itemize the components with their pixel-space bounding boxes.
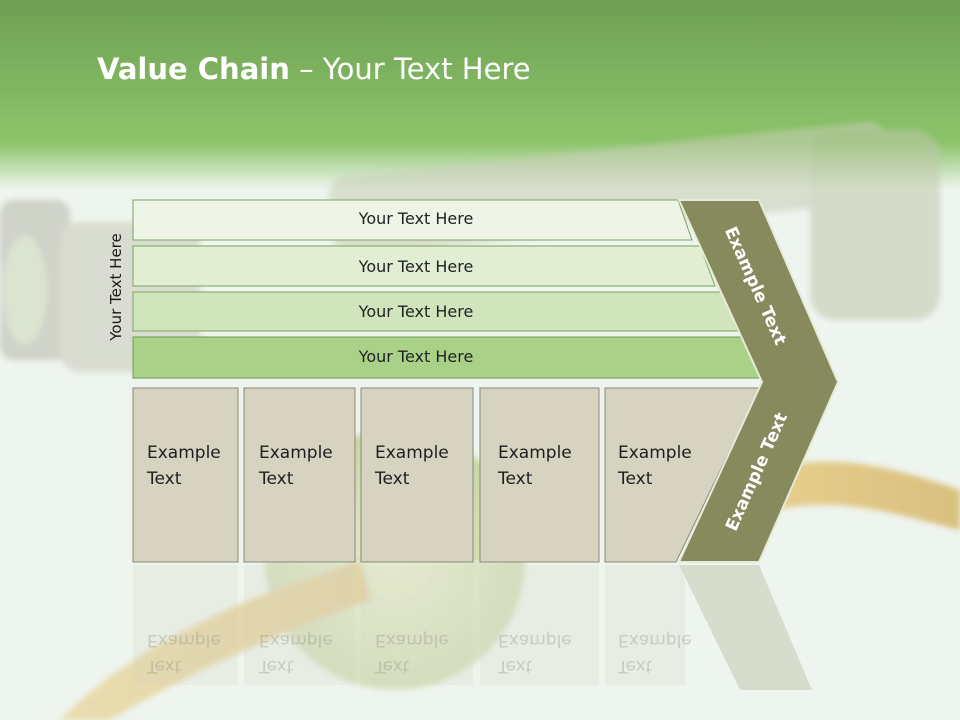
box-2-shape[interactable] [243,387,356,563]
bar-2-label: Your Text Here [358,257,474,276]
slide-title: Value Chain – Your Text Here [97,52,531,86]
box-4-line-1: Example [498,443,572,463]
chevron-arrow[interactable] [677,199,840,563]
box-5-shape[interactable] [604,387,761,563]
box-4-reflection-line-2: Text [498,656,533,676]
box-2-line-1: Example [259,443,333,463]
box-1-line-2: Text [147,469,182,489]
box-5-reflection-line-2: Text [618,656,653,676]
box-2-line-2: Text [259,469,294,489]
bar-1-label: Your Text Here [358,209,474,228]
box-4-line-2: Text [498,469,533,489]
box-3-reflection-line-2: Text [375,656,410,676]
box-3-shape[interactable] [360,387,474,563]
box-2-reflection-line-2: Text [259,656,294,676]
box-5-reflection-line-1: Example [618,630,692,650]
box-5-line-1: Example [618,443,692,463]
box-2-reflection-line-1: Example [259,630,333,650]
box-4-reflection-line-1: Example [498,630,572,650]
bar-3-label: Your Text Here [358,302,474,321]
title-rest-part: – Your Text Here [289,52,531,86]
box-5-line-2: Text [618,469,653,489]
box-1-reflection-line-2: Text [147,656,182,676]
box-4-shape[interactable] [479,387,600,563]
box-2-reflection: Text Example [259,627,349,679]
box-3-line-1: Example [375,443,449,463]
title-bold-part: Value Chain [97,52,290,86]
box-1-reflection: Text Example [147,627,237,679]
box-3-line-2: Text [375,469,410,489]
box-4-reflection: Text Example [498,627,588,679]
box-1-shape[interactable] [132,387,239,563]
bar-1-shape[interactable] [132,199,693,241]
box-1-reflection-line-1: Example [147,630,221,650]
box-3-reflection: Text Example [375,627,465,679]
box-3-reflection-line-1: Example [375,630,449,650]
diagram-reflection [133,565,812,690]
box-5-reflection: Text Example [618,627,708,679]
box-1-line-1: Example [147,443,221,463]
bar-2-shape[interactable] [132,245,716,287]
bar-4-label: Your Text Here [358,347,474,366]
